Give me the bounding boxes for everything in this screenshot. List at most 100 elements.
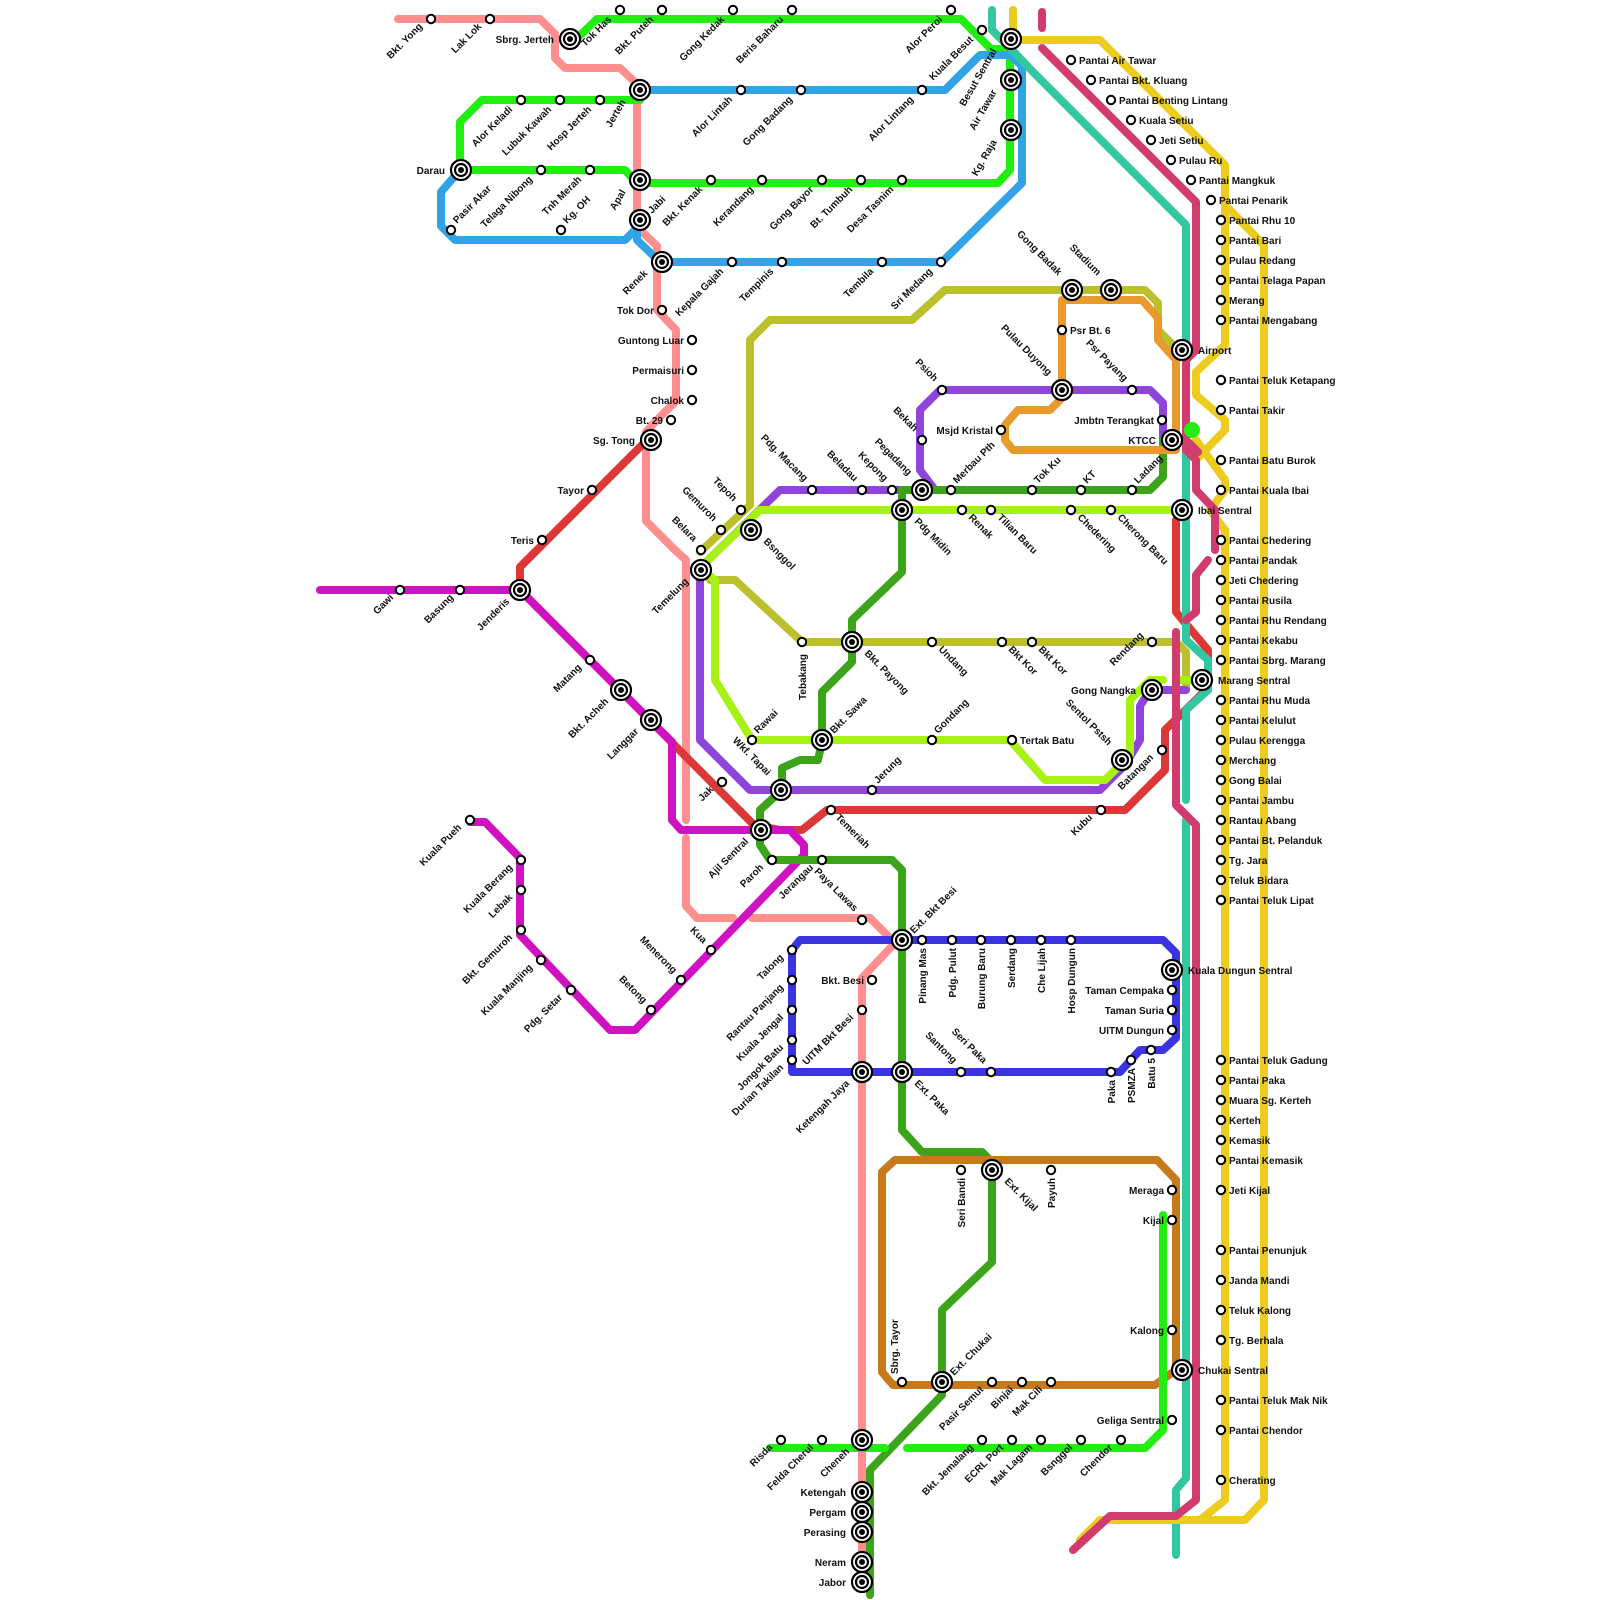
station-chukai-sentral[interactable]: Chukai Sentral (1172, 1360, 1268, 1380)
station-kalong[interactable]: Kalong (1130, 1326, 1176, 1337)
station-kuala-pueh[interactable]: Kuala Pueh (418, 816, 474, 869)
station-pulau-ru[interactable]: Pulau Ru (1167, 156, 1223, 167)
station-pantai-teluk-lipat[interactable]: Pantai Teluk Lipat (1217, 896, 1315, 907)
station-pdg-macang[interactable]: Pdg. Macang (758, 433, 816, 494)
station-pantai-batu-burok[interactable]: Pantai Batu Burok (1217, 456, 1316, 467)
station-pantai-mangkuk[interactable]: Pantai Mangkuk (1187, 176, 1276, 187)
station-pantai-chendor[interactable]: Pantai Chendor (1217, 1426, 1303, 1437)
station-pantai-kuala-ibai[interactable]: Pantai Kuala Ibai (1217, 486, 1309, 497)
station-neram[interactable]: Neram (815, 1552, 872, 1572)
station-pantai-rhu-muda[interactable]: Pantai Rhu Muda (1217, 696, 1311, 707)
station-sbrg-tayor[interactable]: Sbrg. Tayor (890, 1319, 906, 1386)
station-sbrg-jerteh[interactable]: Sbrg. Jerteh (496, 29, 580, 49)
station-pantai-kelulut[interactable]: Pantai Kelulut (1217, 716, 1297, 727)
station-pantai-sbrg-marang[interactable]: Pantai Sbrg. Marang (1217, 656, 1326, 667)
station-telaga-nibong[interactable]: Telaga Nibong (479, 166, 545, 231)
station-bkt-besi[interactable]: Bkt. Besi (821, 976, 876, 987)
station-jeti-setiu[interactable]: Jeti Setiu (1147, 136, 1204, 147)
station-pantai-teluk-mak-nik[interactable]: Pantai Teluk Mak Nik (1217, 1396, 1328, 1407)
station-sentol-pstsh[interactable]: Sentol Pstsh (1063, 698, 1132, 770)
station-pulau-redang[interactable]: Pulau Redang (1217, 256, 1296, 267)
station-uitm-dungun[interactable]: UITM Dungun (1099, 1026, 1176, 1037)
station-marang-sentral[interactable]: Marang Sentral (1192, 670, 1290, 690)
station-pantai-rhu10[interactable]: Pantai Rhu 10 (1217, 216, 1296, 227)
station-pantai-kekabu[interactable]: Pantai Kekabu (1217, 636, 1298, 647)
station-kua[interactable]: Kua (688, 925, 716, 954)
station-pantai-air-tawar[interactable]: Pantai Air Tawar (1067, 56, 1157, 67)
station-bsnggol[interactable]: Bsnggol (741, 520, 797, 573)
station-perasing[interactable]: Perasing (804, 1522, 872, 1542)
station-pergam[interactable]: Pergam (809, 1502, 872, 1522)
station-bt29[interactable]: Bt. 29 (636, 416, 675, 427)
station-pantai-bkt-kluang[interactable]: Pantai Bkt. Kluang (1087, 76, 1188, 87)
station-pantai-telaga-papan[interactable]: Pantai Telaga Papan (1217, 276, 1326, 287)
station-pantai-rusila[interactable]: Pantai Rusila (1217, 596, 1292, 607)
station-menerong[interactable]: Menerong (637, 935, 685, 985)
station-permaisuri[interactable]: Permaisuri (632, 366, 696, 377)
station-pdg-setar[interactable]: Pdg. Setar (522, 986, 575, 1035)
station-langgar[interactable]: Langgar (605, 710, 661, 762)
station-jeti-chedering[interactable]: Jeti Chedering (1217, 576, 1299, 587)
station-pantai-rhu-rendang[interactable]: Pantai Rhu Rendang (1217, 616, 1327, 627)
station-gong-nangka[interactable]: Gong Nangka (1071, 680, 1162, 700)
station-pulau-kerengga[interactable]: Pulau Kerengga (1217, 736, 1306, 747)
station-rantau-abang[interactable]: Rantau Abang (1217, 816, 1297, 827)
station-psr-payang[interactable]: Psr Payang (1083, 338, 1136, 394)
station-gong-badang[interactable]: Gong Badang (741, 86, 805, 149)
station-hosp-dungun[interactable]: Hosp Dungun (1067, 936, 1078, 1014)
station-payuh[interactable]: Payuh (1047, 1166, 1058, 1208)
station-pantai-benting-lintang[interactable]: Pantai Benting Lintang (1107, 96, 1228, 107)
station-hosp-jerteh[interactable]: Hosp Jerteh (545, 96, 604, 153)
station-pantai-teluk-gadung[interactable]: Pantai Teluk Gadung (1217, 1056, 1328, 1067)
station-jmbtn-terangkat[interactable]: Jmbtn Terangkat (1074, 416, 1166, 427)
station-bkt-acheh[interactable]: Bkt. Acheh (567, 680, 631, 741)
station-chalok[interactable]: Chalok (651, 396, 697, 407)
station-pantai-chedering[interactable]: Pantai Chedering (1217, 536, 1311, 547)
station-pantai-bt-pelanduk[interactable]: Pantai Bt. Pelanduk (1217, 836, 1323, 847)
station-kijal[interactable]: Kijal (1143, 1216, 1176, 1227)
station-kepala-gajah[interactable]: Kepala Gajah (674, 258, 737, 319)
station-muara-sg-kerteh[interactable]: Muara Sg. Kerteh (1217, 1096, 1311, 1107)
station-pinang-mas[interactable]: Pinang Mas (918, 936, 929, 1004)
station-jabor[interactable]: Jabor (819, 1572, 872, 1592)
station-darau[interactable]: Darau (417, 160, 471, 180)
station-che-lijah[interactable]: Che Lijah (1037, 936, 1048, 993)
station-ketengah[interactable]: Ketengah (800, 1482, 872, 1502)
station-guntong-luar[interactable]: Guntong Luar (618, 336, 696, 347)
station-alor-peroi[interactable]: Alor Peroi (904, 6, 956, 56)
station-jerteh[interactable]: Jerteh (604, 80, 650, 129)
station-uitm-bkt-besi[interactable]: UITM Bkt Besi (801, 1006, 866, 1068)
station-cherong-baru[interactable]: Cherong Baru (1107, 506, 1170, 567)
station-burung-baru[interactable]: Burung Baru (977, 936, 988, 1009)
station-sg-tong[interactable]: Sg. Tong (593, 430, 661, 450)
station-pantai-mengabang[interactable]: Pantai Mengabang (1217, 316, 1318, 327)
station-renek[interactable]: Renek (621, 252, 672, 297)
station-pantai-penarik[interactable]: Pantai Penarik (1207, 196, 1289, 207)
station-gong-kedak[interactable]: Gong Kedak (678, 6, 738, 64)
station-alor-lintang[interactable]: Alor Lintang (867, 86, 926, 144)
station-tepoh[interactable]: Tepoh (710, 476, 745, 515)
station-pantai-penunjuk[interactable]: Pantai Penunjuk (1217, 1246, 1307, 1257)
station-psmza[interactable]: PSMZA (1127, 1056, 1138, 1103)
station-pdg-pulut[interactable]: Pdg. Pulut (948, 936, 959, 998)
station-kuala-setiu[interactable]: Kuala Setiu (1127, 116, 1194, 127)
station-msjd-kristal[interactable]: Msjd Kristal (936, 426, 1005, 437)
station-seri-bandi[interactable]: Seri Bandi (957, 1166, 968, 1228)
station-tebakang[interactable]: Tebakang (798, 638, 809, 700)
station-pantai-jambu[interactable]: Pantai Jambu (1217, 796, 1294, 807)
station-matang[interactable]: Matang (552, 656, 595, 695)
station-marker (1158, 416, 1166, 424)
station-betong[interactable]: Betong (617, 974, 656, 1014)
station-pantai-kemasik[interactable]: Pantai Kemasik (1217, 1156, 1304, 1167)
interchange-dot (659, 259, 665, 265)
station-risda[interactable]: Risda (748, 1436, 785, 1470)
station-rendang[interactable]: Rendang (1108, 630, 1156, 668)
station-beris-baharu[interactable]: Beris Baharu (734, 6, 796, 66)
station-meraga[interactable]: Meraga (1129, 1186, 1176, 1197)
station-taman-suria[interactable]: Taman Suria (1105, 1006, 1176, 1017)
station-pantai-teluk-ketapang[interactable]: Pantai Teluk Ketapang (1217, 376, 1336, 387)
station-pantai-pandak[interactable]: Pantai Pandak (1217, 556, 1298, 567)
station-psioh[interactable]: Psioh (913, 357, 947, 394)
station-pantai-takir[interactable]: Pantai Takir (1217, 406, 1285, 417)
station-taman-cempaka[interactable]: Taman Cempaka (1085, 986, 1176, 997)
